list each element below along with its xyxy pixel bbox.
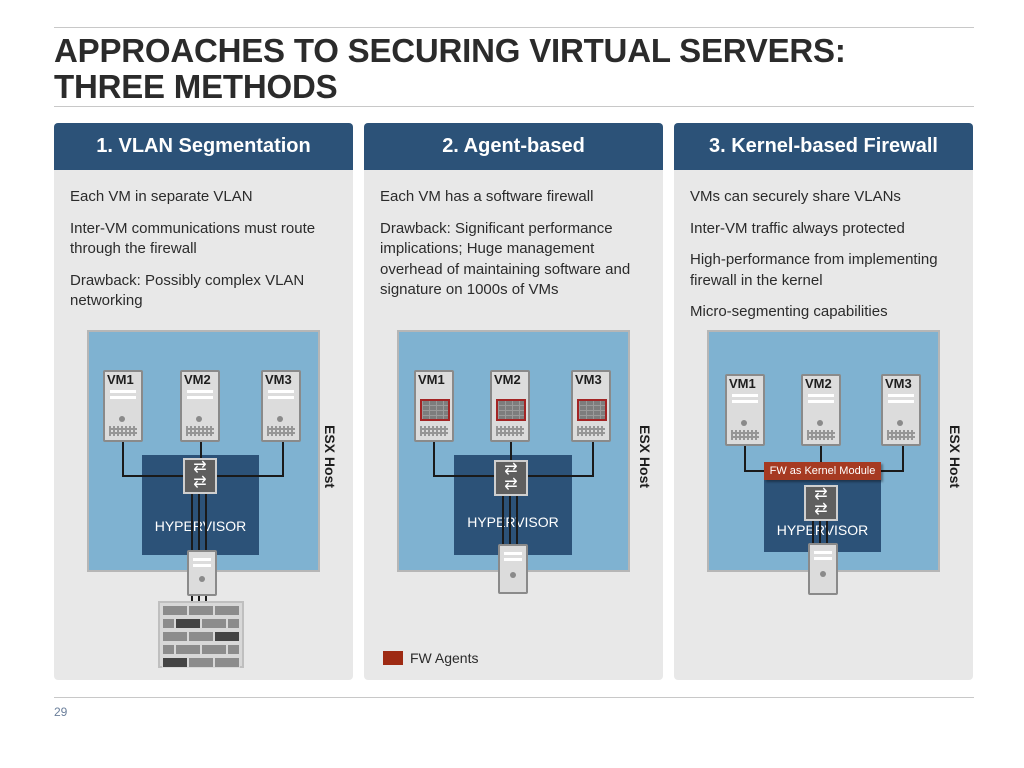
vm-label: VM3	[885, 376, 912, 391]
connector-line	[509, 494, 511, 552]
connector-line	[205, 591, 207, 603]
bullet-item: High-performance from implementing firew…	[690, 251, 938, 289]
footer-rule	[54, 697, 974, 698]
bullet-item: Inter-VM communications must route throu…	[70, 219, 316, 258]
slide-title-line-1: APPROACHES TO SECURING VIRTUAL SERVERS:	[54, 32, 846, 69]
connector-line	[819, 501, 821, 557]
vm-label: VM2	[184, 372, 211, 387]
vm-label: VM3	[265, 372, 292, 387]
physical-server-icon	[808, 543, 838, 595]
panel-kernel-based-firewall: 3. Kernel-based Firewall VMs can securel…	[674, 123, 973, 680]
kernel-module-badge: FW as Kernel Module	[764, 462, 881, 480]
vm-label: VM2	[805, 376, 832, 391]
bullet-item: Drawback: Significant performance implic…	[380, 219, 631, 299]
bullet-item: Each VM in separate VLAN	[70, 188, 253, 205]
panel-agent-based: 2. Agent-based Each VM has a software fi…	[364, 123, 663, 680]
bullet-list: Each VM has a software firewall Drawback…	[380, 187, 656, 312]
vm-label: VM1	[107, 372, 134, 387]
panel-header: 1. VLAN Segmentation	[54, 123, 353, 170]
brick-firewall-icon	[158, 601, 244, 668]
esx-host-label: ESX Host	[947, 425, 963, 489]
slide-title: APPROACHES TO SECURING VIRTUAL SERVERS: …	[54, 33, 974, 105]
legend-swatch	[383, 651, 403, 665]
connector-line	[502, 494, 504, 552]
connector-line	[510, 441, 512, 476]
physical-server-icon	[187, 550, 217, 596]
bullet-list: VMs can securely share VLANs Inter-VM tr…	[690, 187, 966, 334]
vm-label: VM2	[494, 372, 521, 387]
vm-label: VM1	[418, 372, 445, 387]
hypervisor-label: HYPERVISOR	[154, 518, 247, 534]
connector-line	[744, 445, 746, 471]
vm-server-icon: VM2	[801, 374, 841, 446]
panel-header: 2. Agent-based	[364, 123, 663, 170]
vm-server-icon: VM1	[414, 370, 454, 442]
connector-line	[902, 445, 904, 471]
connector-line	[198, 494, 200, 552]
top-rule	[54, 27, 974, 28]
page-number: 29	[54, 705, 68, 719]
title-rule	[54, 106, 974, 107]
slide-title-line-2: THREE METHODS	[54, 68, 338, 105]
hypervisor-label: HYPERVISOR	[776, 522, 869, 538]
connector-line	[191, 494, 193, 552]
bullet-item: Micro-segmenting capabilities	[690, 303, 888, 320]
network-switch-icon: ⇄⇄	[804, 485, 838, 521]
connector-line	[820, 445, 822, 471]
connector-line	[826, 501, 828, 557]
bullet-item: Each VM has a software firewall	[380, 188, 594, 205]
legend-label: FW Agents	[410, 650, 479, 666]
bullet-item: Drawback: Possibly complex VLAN networki…	[70, 271, 305, 310]
vm-server-icon: VM1	[725, 374, 765, 446]
esx-host-label: ESX Host	[637, 425, 653, 489]
firewall-agent-icon	[496, 399, 526, 421]
connector-line	[812, 501, 814, 557]
vm-server-icon: VM2	[180, 370, 220, 442]
vm-server-icon: VM1	[103, 370, 143, 442]
connector-line	[205, 494, 207, 552]
connector-line	[516, 494, 518, 552]
vm-label: VM1	[729, 376, 756, 391]
network-switch-icon: ⇄⇄	[183, 458, 217, 494]
connector-line	[592, 441, 594, 476]
bullet-item: Inter-VM traffic always protected	[690, 219, 905, 237]
connector-line	[282, 441, 284, 476]
firewall-agent-icon	[420, 399, 450, 421]
panel-vlan-segmentation: 1. VLAN Segmentation Each VM in separate…	[54, 123, 353, 680]
physical-server-icon	[498, 544, 528, 594]
connector-line	[122, 441, 124, 476]
vm-server-icon: VM2	[490, 370, 530, 442]
network-switch-icon: ⇄⇄	[494, 460, 528, 496]
connector-line	[191, 591, 193, 603]
bullet-item: VMs can securely share VLANs	[690, 188, 901, 205]
hypervisor-label: HYPERVISOR	[467, 514, 559, 530]
firewall-agent-icon	[577, 399, 607, 421]
connector-line	[433, 441, 435, 476]
panel-header: 3. Kernel-based Firewall	[674, 123, 973, 170]
esx-host-label: ESX Host	[322, 425, 338, 489]
vm-server-icon: VM3	[261, 370, 301, 442]
vm-label: VM3	[575, 372, 602, 387]
connector-line	[198, 591, 200, 603]
bullet-list: Each VM in separate VLAN Inter-VM commun…	[70, 187, 346, 323]
vm-server-icon: VM3	[571, 370, 611, 442]
vm-server-icon: VM3	[881, 374, 921, 446]
